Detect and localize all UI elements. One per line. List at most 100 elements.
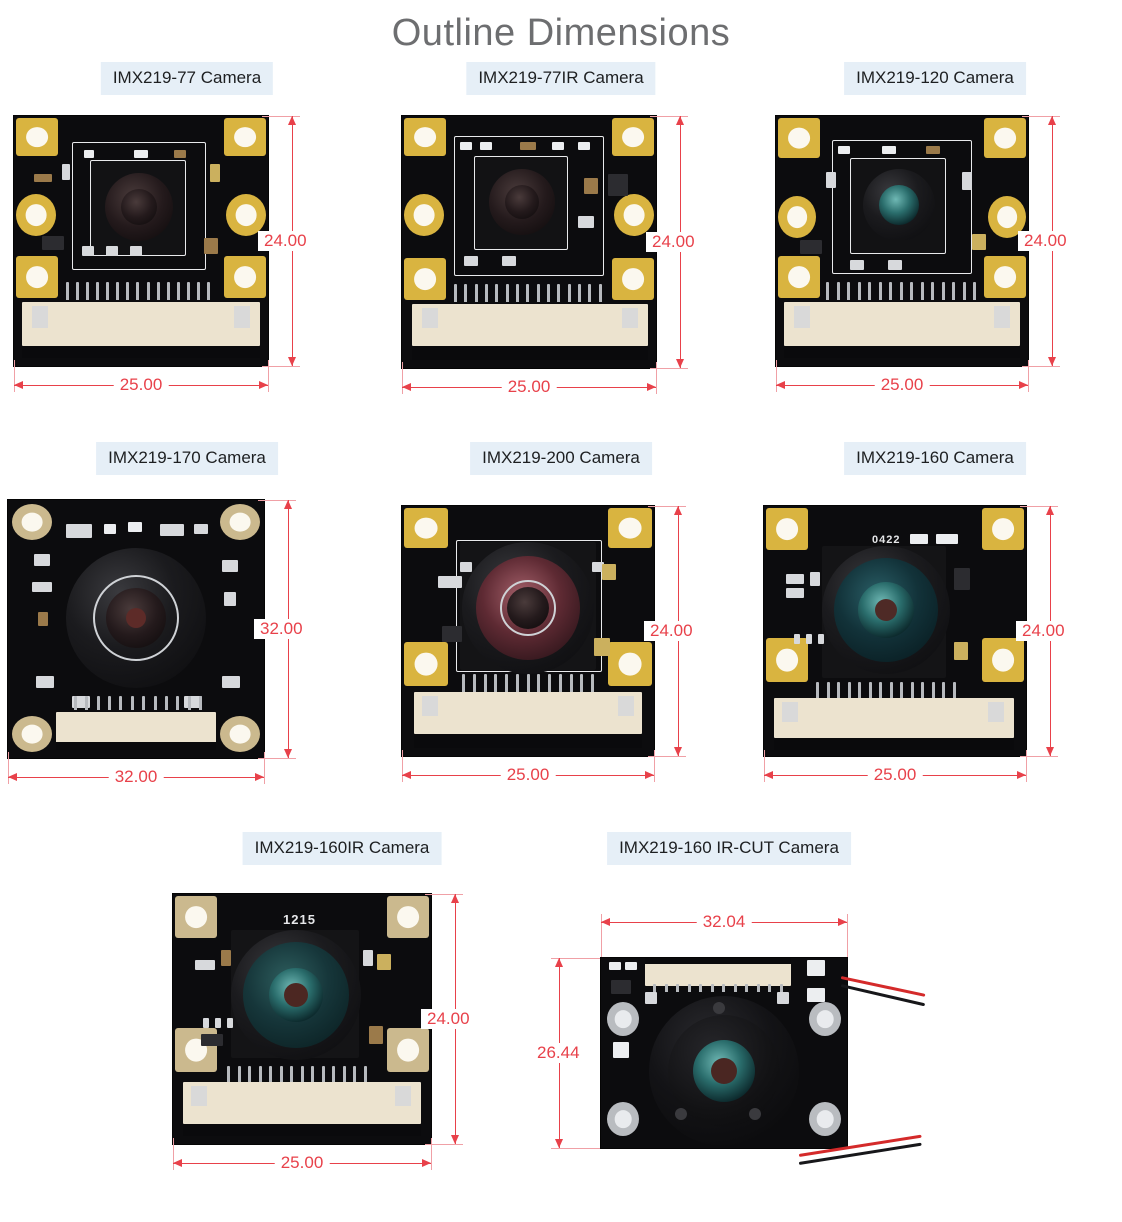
dimension-arrow — [647, 383, 656, 391]
dimension-height: 24.00 — [258, 231, 313, 251]
module-card-imx219-200: IMX219-200 Camera — [374, 442, 748, 832]
smd-component — [42, 236, 64, 250]
dimension-arrow — [676, 116, 684, 125]
smd-component — [850, 260, 864, 270]
smd-component — [174, 150, 186, 158]
extension-line — [764, 750, 765, 782]
ffc-connector — [22, 302, 260, 346]
extension-line — [847, 914, 848, 958]
module-label: IMX219-200 Camera — [470, 442, 652, 475]
smd-component — [221, 950, 231, 966]
smd-component — [227, 1018, 233, 1028]
smd-component — [32, 582, 52, 592]
dimension-arrow — [14, 381, 23, 389]
extension-line — [14, 360, 15, 392]
dimension-arrow — [451, 1135, 459, 1144]
connector-pins — [462, 674, 594, 692]
mounting-pad — [16, 118, 58, 156]
lens-center — [711, 1058, 737, 1084]
connector-base — [56, 742, 216, 750]
connector-latch — [988, 702, 1004, 722]
smd-component — [954, 642, 968, 660]
smd-component — [62, 164, 70, 180]
mounting-pad — [984, 256, 1026, 298]
extension-line — [402, 362, 403, 394]
connector-base — [412, 346, 648, 360]
camera-sensor — [90, 160, 186, 256]
mounting-pad — [608, 642, 652, 686]
connector-pins — [227, 1066, 367, 1082]
mounting-pad — [404, 642, 448, 686]
extension-line — [551, 1148, 605, 1149]
dimension-width: 25.00 — [501, 377, 557, 397]
extension-line — [431, 1138, 432, 1170]
lens — [231, 930, 361, 1060]
silkscreen-text: 0422 — [872, 534, 901, 546]
silkscreen-text: 1215 — [283, 912, 316, 927]
dimension-arrow — [259, 381, 268, 389]
module-row: IMX219-77 Camera — [0, 62, 1122, 442]
connector-latch — [782, 702, 798, 722]
module-label: IMX219-77 Camera — [100, 62, 274, 95]
mounting-pad — [982, 638, 1024, 682]
smd-component — [34, 174, 52, 182]
extension-line — [776, 360, 777, 392]
mounting-pad — [12, 716, 52, 752]
lens-aperture — [507, 587, 549, 629]
smd-component — [84, 150, 94, 158]
page-title: Outline Dimensions — [391, 12, 731, 54]
dimension-height: 24.00 — [1016, 621, 1071, 641]
board-illustration: 32.04 26.44 — [529, 872, 949, 1202]
dimension-arrow — [838, 918, 847, 926]
smd-component — [82, 246, 94, 256]
board-illustration: 1215 — [155, 872, 529, 1202]
pcb-board — [402, 116, 656, 368]
extension-line — [262, 116, 300, 117]
mounting-pad — [809, 1002, 841, 1036]
ffc-connector — [412, 304, 648, 346]
smd-component — [130, 246, 142, 256]
smd-component — [936, 534, 958, 544]
connector-latch — [622, 308, 638, 328]
mounting-pad — [766, 638, 808, 682]
connector-latch — [32, 306, 48, 328]
connector-base — [645, 958, 791, 964]
extension-line — [1026, 750, 1027, 782]
smd-component — [222, 676, 240, 688]
dimension-height: 32.00 — [254, 619, 309, 639]
module-card-imx219-120: IMX219-120 Camera — [748, 62, 1122, 442]
mounting-pad — [766, 508, 808, 550]
connector-latch — [191, 1086, 207, 1106]
smd-component — [204, 238, 218, 254]
dimension-width: 25.00 — [113, 375, 169, 395]
smd-component — [954, 568, 970, 590]
extension-line — [268, 360, 269, 392]
dimension-height: 24.00 — [646, 232, 701, 252]
pcb-board: 0422 — [764, 506, 1026, 756]
mounting-pad — [982, 508, 1024, 550]
smd-component — [810, 572, 820, 586]
smd-component — [460, 142, 472, 150]
mounting-pad — [387, 896, 429, 938]
connector-latch — [794, 306, 810, 328]
dimension-width: 32.04 — [696, 912, 752, 932]
smd-component — [552, 142, 564, 150]
lens-ring — [500, 580, 556, 636]
smd-component — [134, 150, 148, 158]
smd-component — [602, 564, 616, 580]
connector-latch — [234, 306, 250, 328]
extension-line — [1020, 756, 1058, 757]
lens-aperture — [121, 189, 157, 225]
smd-component — [608, 174, 628, 196]
board-illustration: 24.00 25.00 — [374, 482, 748, 812]
dimension-height: 24.00 — [1018, 231, 1073, 251]
smd-component — [594, 638, 610, 656]
dimension-arrow — [451, 894, 459, 903]
connector-base — [774, 738, 1014, 750]
pcb-board — [14, 116, 268, 366]
dimension-arrow — [288, 357, 296, 366]
smd-component — [160, 524, 184, 536]
smd-component — [806, 634, 812, 644]
dimension-arrow — [764, 771, 773, 779]
ffc-connector — [183, 1082, 421, 1124]
